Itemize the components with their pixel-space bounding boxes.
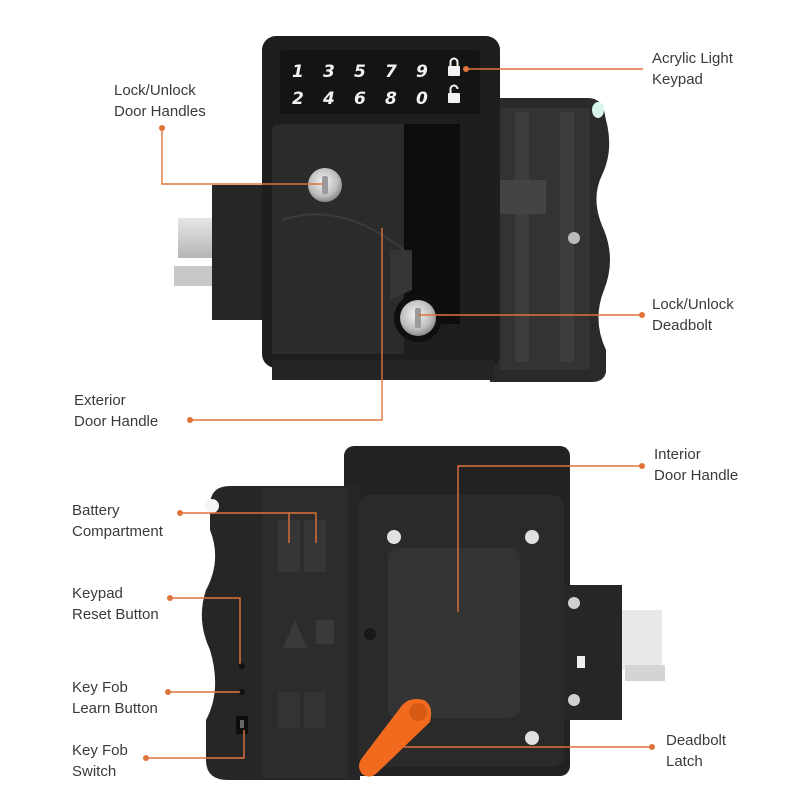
knob-slot (415, 308, 421, 328)
mount-hole (205, 499, 219, 513)
interior-latch-tongue (625, 665, 665, 681)
callout-acrylic-light-keypad: Acrylic Light Keypad (652, 50, 733, 88)
key-0[interactable]: 0 (416, 89, 428, 109)
key-3[interactable]: 3 (323, 62, 335, 82)
acrylic-keypad: 1 3 5 7 9 2 4 6 8 0 (280, 50, 480, 114)
interior-latch-bolt (620, 610, 662, 670)
callout-lock-unlock-deadbolt: Lock/Unlock Deadbolt (652, 296, 734, 334)
handle-recess (404, 124, 460, 324)
panel-slot (304, 692, 326, 728)
callout-lock-unlock-door-handles: Lock/Unlock Door Handles (114, 82, 206, 120)
mounting-slot (560, 112, 574, 362)
switch-toggle (240, 720, 244, 728)
key-1[interactable]: 1 (292, 62, 304, 82)
callout-leaders (143, 66, 655, 761)
callout-keypad-reset-button: Keypad Reset Button (72, 585, 159, 623)
mounting-screw (568, 232, 580, 244)
callout-key-fob-learn-button: Key Fob Learn Button (72, 679, 158, 717)
key-fob-learn-button[interactable] (239, 689, 245, 695)
callout-key-fob-switch: Key Fob Switch (72, 742, 128, 780)
key-5[interactable]: 5 (354, 62, 366, 82)
knob-slot (322, 176, 328, 194)
housing-screw (568, 694, 580, 706)
exterior-lock: 1 3 5 7 9 2 4 6 8 0 (174, 36, 610, 382)
callout-exterior-door-handle: Exterior Door Handle (74, 392, 159, 430)
lock-key-icon[interactable] (448, 57, 460, 76)
housing-screw (525, 530, 539, 544)
interior-door-handle[interactable] (388, 548, 520, 718)
latch-tongue (174, 266, 220, 286)
housing-pivot (364, 628, 376, 640)
exterior-door-handle[interactable] (272, 124, 404, 354)
body-base (272, 360, 494, 380)
callout-deadbolt-latch: Deadbolt Latch (666, 732, 727, 770)
battery-slot (278, 520, 300, 572)
key-4[interactable]: 4 (322, 89, 335, 109)
bolt-housing (212, 185, 270, 320)
indicator-light (592, 102, 604, 118)
battery-slot (304, 520, 326, 572)
handle-lip (390, 250, 412, 300)
latch-pivot (409, 703, 427, 721)
interior-lock (201, 446, 665, 780)
housing-screw (525, 731, 539, 745)
mounting-slot (515, 112, 529, 362)
housing-screw (387, 530, 401, 544)
panel-slot (278, 692, 300, 728)
unlock-key-icon[interactable] (448, 84, 460, 104)
key-7[interactable]: 7 (385, 62, 397, 82)
handle-contour (281, 213, 405, 251)
callout-interior-door-handle: Interior Door Handle (654, 446, 739, 484)
panel-marker (316, 620, 334, 644)
key-6[interactable]: 6 (354, 89, 366, 109)
key-8[interactable]: 8 (385, 89, 397, 109)
mounting-bracket (498, 180, 546, 214)
keypad-reset-button[interactable] (239, 663, 245, 669)
housing-screw (568, 597, 580, 609)
warning-triangle-icon (283, 620, 307, 648)
callout-battery-compartment: Battery Compartment (72, 502, 163, 540)
key-2[interactable]: 2 (292, 89, 304, 109)
housing-marker (577, 656, 585, 668)
key-9[interactable]: 9 (416, 62, 428, 82)
